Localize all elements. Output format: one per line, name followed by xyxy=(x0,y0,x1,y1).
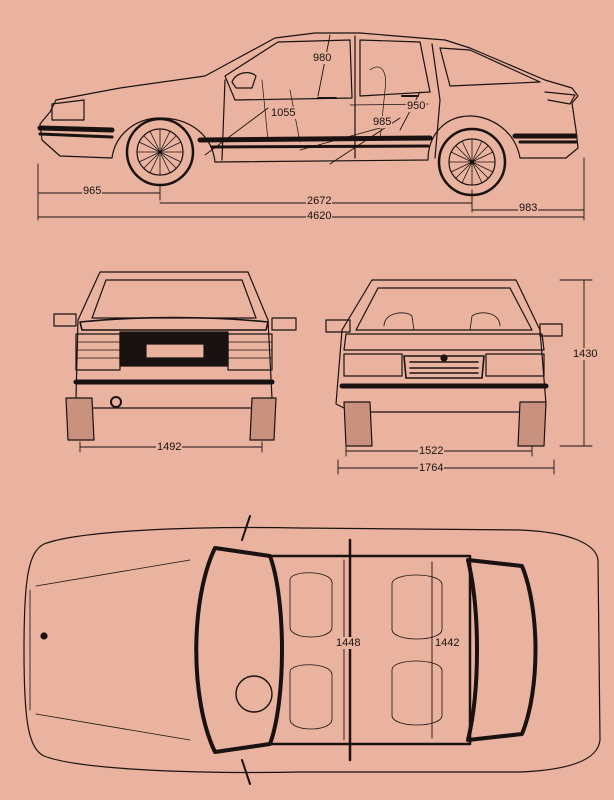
front-badge xyxy=(440,354,448,362)
dim-legroom-front: 1055 xyxy=(270,107,297,119)
rear-mirrors xyxy=(53,313,297,331)
side-window-front xyxy=(224,39,353,101)
dim-front-overhang: 965 xyxy=(82,185,103,197)
dim-rear-overhang: 983 xyxy=(518,202,539,214)
top-roof-frame xyxy=(268,538,472,762)
rear-view xyxy=(53,271,297,453)
front-body-outline xyxy=(335,279,547,413)
front-grille xyxy=(403,355,485,379)
side-headlight xyxy=(51,99,85,121)
rear-tires xyxy=(65,397,277,441)
front-mirrors xyxy=(325,319,563,337)
front-hood xyxy=(343,333,545,351)
front-headlights xyxy=(343,353,545,377)
dim-headroom-rear: 950 xyxy=(406,100,427,112)
rear-plate xyxy=(145,343,205,359)
front-windshield xyxy=(355,287,533,331)
rear-window xyxy=(91,279,257,319)
rear-exhaust xyxy=(110,396,122,408)
front-view xyxy=(325,279,593,475)
top-seats xyxy=(289,572,443,730)
side-door-lines xyxy=(221,35,441,161)
dim-shoulder-rear: 1442 xyxy=(434,637,461,649)
dim-legroom-rear: 985 xyxy=(372,116,393,128)
side-rub-strip xyxy=(37,125,578,143)
top-hood-lines xyxy=(29,559,191,741)
side-window-rear xyxy=(359,39,431,97)
dim-overall-height: 1430 xyxy=(572,348,599,360)
dim-rear-track: 1492 xyxy=(156,441,183,453)
side-interior-lines xyxy=(261,66,429,143)
rear-tail-light-ribs xyxy=(75,341,273,359)
dim-overall-width: 1764 xyxy=(418,462,445,474)
dim-wheelbase: 2672 xyxy=(306,195,333,207)
side-rim-front-spokes xyxy=(136,128,184,176)
top-dim-lines xyxy=(343,559,433,741)
top-rear-window xyxy=(466,558,538,742)
side-rim-rear-spokes xyxy=(448,138,496,186)
top-windshield xyxy=(194,546,284,754)
top-view xyxy=(23,515,601,785)
front-dim-lines xyxy=(337,279,593,475)
dim-overall-length: 4620 xyxy=(306,210,333,222)
front-tires xyxy=(343,401,547,447)
side-mirror xyxy=(231,72,257,89)
dim-shoulder-front: 1448 xyxy=(335,637,362,649)
top-fuel-cap xyxy=(40,632,48,640)
dim-front-track: 1522 xyxy=(418,445,445,457)
top-body-outline xyxy=(23,526,601,774)
side-wheel-front xyxy=(125,117,195,187)
side-window-quarter xyxy=(439,47,541,87)
side-rub-strip-2 xyxy=(38,132,578,149)
side-door-handles xyxy=(317,95,419,99)
side-view xyxy=(37,32,585,221)
rear-spoiler xyxy=(79,316,269,331)
side-spoiler xyxy=(544,91,576,105)
top-steering-wheel xyxy=(235,675,273,713)
top-mirrors xyxy=(241,515,251,785)
dim-headroom-front: 980 xyxy=(312,52,333,64)
front-seats-visible xyxy=(383,312,501,331)
